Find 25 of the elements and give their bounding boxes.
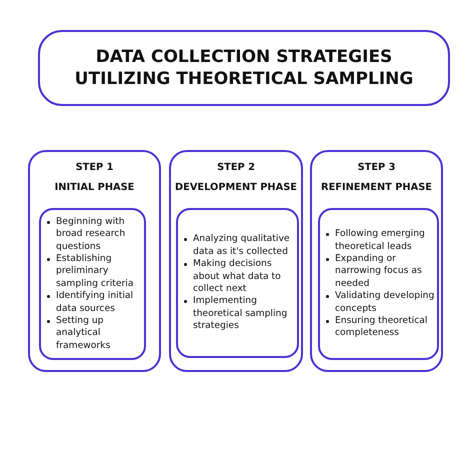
bullet-text: Expanding or narrowing focus as needed (335, 252, 423, 290)
title-text: DATA COLLECTION STRATEGIES UTILIZING THEORETICAL SAMPLING (74, 46, 414, 90)
step-card (310, 150, 443, 372)
bullet-text: Setting up analytical frameworks (56, 315, 112, 352)
bullet-text: Validating developing concepts (335, 290, 436, 316)
list-box (176, 208, 299, 358)
step-card (28, 150, 161, 372)
bullet-text: Ensuring theoretical completeness (335, 315, 428, 340)
title-box (38, 30, 450, 106)
bullet-text: Beginning with broad research questions (56, 216, 126, 253)
bullet-text: Analyzing qualitative data as it's collected (193, 233, 291, 258)
phase-heading: REFINEMENT PHASE (320, 182, 433, 193)
list-box (318, 208, 439, 360)
bullet-text: Making decisions about what data to collect next (193, 258, 282, 296)
phase-heading: INITIAL PHASE (54, 182, 136, 193)
bullet-text: Implementing theoretical sampling strategies (193, 295, 288, 333)
step-card (169, 150, 303, 372)
phase-heading: DEVELOPMENT PHASE (174, 182, 298, 193)
step-number: STEP 1 (74, 162, 114, 173)
bullet-text: Following emerging theoretical leads (335, 228, 426, 253)
step-number: STEP 3 (356, 162, 396, 173)
step-number: STEP 2 (216, 162, 256, 173)
bullet-text: Identifying initial data sources (56, 290, 134, 316)
bullet-text: Establishing preliminary sampling criteria (56, 252, 134, 290)
list-box (39, 208, 146, 360)
